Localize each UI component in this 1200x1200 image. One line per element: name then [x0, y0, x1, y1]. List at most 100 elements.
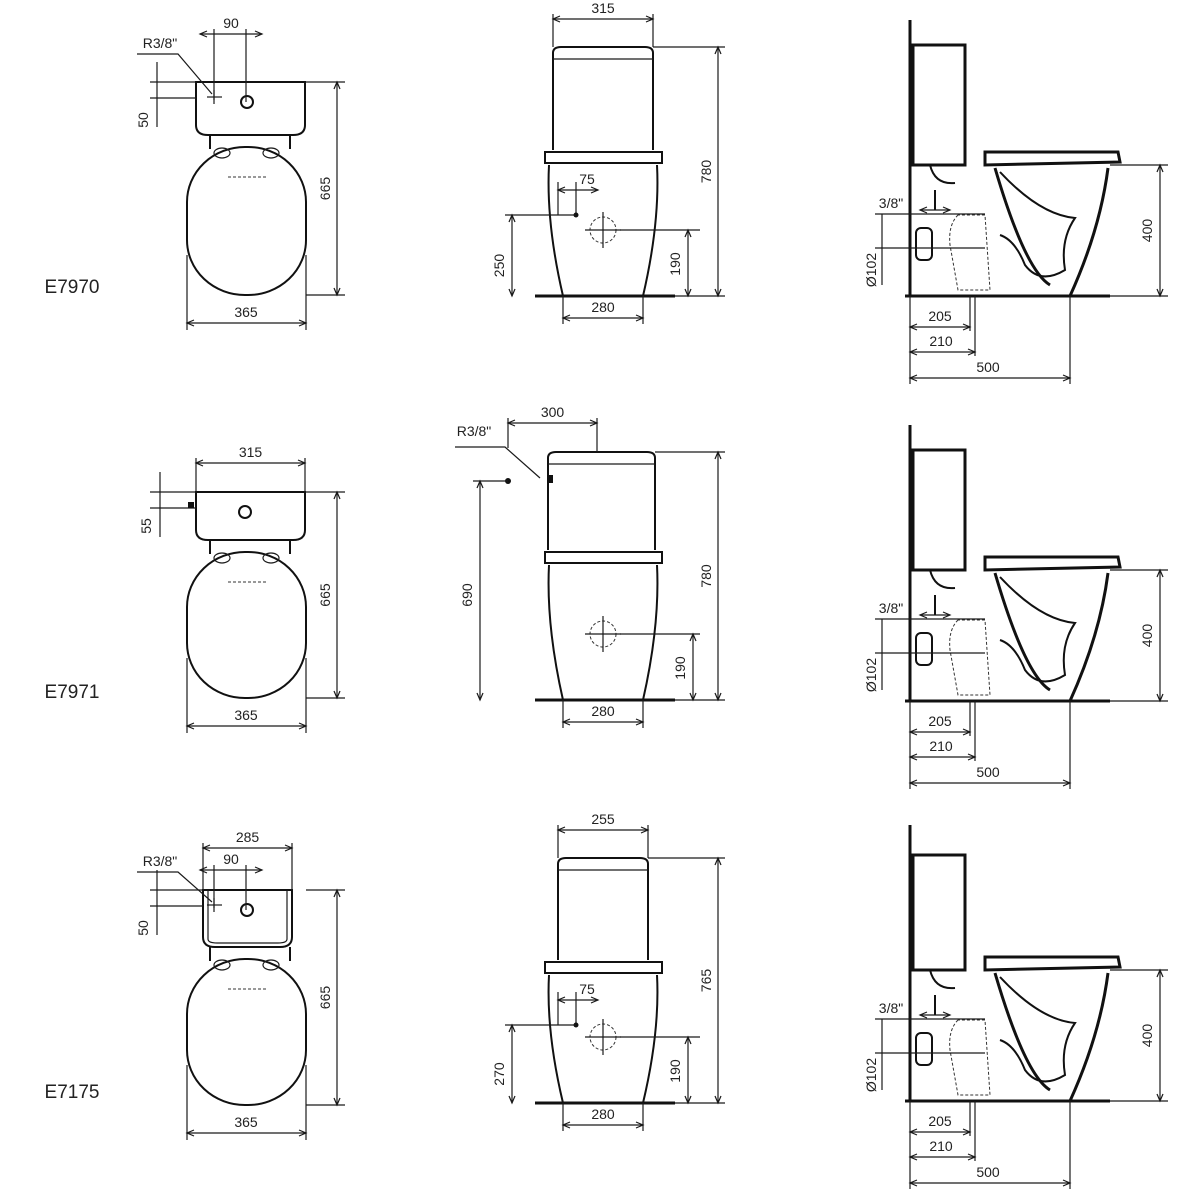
dimension-height-label: 665 — [317, 986, 333, 1010]
dimension-cistern-width-label: 285 — [236, 829, 260, 845]
dimension-inlet-offset-label: 75 — [579, 171, 595, 187]
dimension-inlet-floor-label: 270 — [491, 1062, 507, 1086]
thread-leader — [137, 53, 213, 95]
thread-label: R3/8" — [143, 853, 178, 869]
arrow-head — [254, 866, 264, 874]
arrow-head — [1062, 1179, 1072, 1187]
arrow-head — [298, 319, 308, 327]
arrow-head — [198, 866, 208, 874]
thread-label: R3/8" — [143, 35, 178, 51]
arrow-head — [333, 690, 341, 700]
arrow-head — [714, 45, 722, 55]
arrow-head — [684, 228, 692, 238]
dimension-depth-label: 500 — [976, 1164, 1000, 1180]
dimension-inlet-height-label: 50 — [135, 112, 151, 128]
dimension-top-width-label: 255 — [591, 811, 615, 827]
arrow-head — [635, 314, 645, 322]
arrow-head — [298, 1129, 308, 1137]
arrow-head — [962, 728, 972, 736]
arrow-head — [908, 728, 918, 736]
arrow-head — [1062, 779, 1072, 787]
bowl-outer — [993, 972, 1110, 1102]
arrow-head — [590, 996, 600, 1004]
dimension-depth-label: 500 — [976, 359, 1000, 375]
dimension-outlet-dia-label: Ø102 — [863, 1058, 879, 1092]
dimension-outlet-dia-label: Ø102 — [863, 253, 879, 287]
hidden-outlet — [949, 619, 991, 696]
seat-band — [544, 551, 663, 564]
arrow-head — [561, 718, 571, 726]
hidden-outlet — [949, 1019, 991, 1096]
arrow-head — [908, 779, 918, 787]
arrow-head — [908, 1179, 918, 1187]
arrow-head — [918, 206, 928, 214]
dimension-total-height-label: 780 — [698, 564, 714, 588]
arrow-head — [942, 611, 952, 619]
arrow-head — [908, 374, 918, 382]
arrow-head — [185, 1129, 195, 1137]
flush-pipe — [929, 969, 956, 990]
bowl-trap — [999, 976, 1077, 1083]
cistern-top — [195, 491, 306, 541]
arrow-head — [1156, 163, 1164, 173]
arrow-head — [298, 722, 308, 730]
arrow-head — [967, 1153, 977, 1161]
arrow-head — [908, 1153, 918, 1161]
dimension-inlet-offset-label: 75 — [579, 981, 595, 997]
arrow-head — [506, 419, 516, 427]
arrow-head — [333, 490, 341, 500]
arrow-head — [556, 826, 566, 834]
dimension-seat-height-label: 400 — [1139, 1024, 1155, 1048]
inlet-stub — [188, 502, 194, 508]
seat-side — [983, 150, 1122, 167]
arrow-head — [284, 844, 294, 852]
arrow-head — [908, 753, 918, 761]
dimension-base-width-label: 280 — [591, 1106, 615, 1122]
flush-button-hole — [238, 505, 252, 519]
seat-band — [544, 151, 663, 164]
bowl-trap — [999, 576, 1077, 683]
arrow-head — [1156, 968, 1164, 978]
arrow-head — [561, 1121, 571, 1129]
arrow-head — [635, 1121, 645, 1129]
cistern-side — [911, 448, 967, 572]
arrow-head — [684, 1035, 692, 1045]
arrow-head — [640, 826, 650, 834]
arrow-head — [198, 30, 208, 38]
fixing-slot — [915, 1032, 933, 1066]
dimension-width-label: 365 — [234, 1114, 258, 1130]
arrow-head — [942, 206, 952, 214]
toilet-seat — [186, 146, 307, 296]
dimension-total-height-label: 765 — [698, 969, 714, 993]
arrow-head — [333, 287, 341, 297]
arrow-head — [684, 288, 692, 298]
arrow-head — [297, 459, 307, 467]
dimension-d2-label: 210 — [929, 333, 953, 349]
arrow-head — [508, 1023, 516, 1033]
dimension-outlet-dia-label: Ø102 — [863, 658, 879, 692]
dimension-inlet-offset-label: 90 — [223, 15, 239, 31]
thread-leader — [137, 871, 213, 903]
dimension-d1-label: 205 — [928, 308, 952, 324]
seat-band — [544, 961, 663, 974]
inlet-stub — [547, 475, 553, 483]
dimension-d2-label: 210 — [929, 1138, 953, 1154]
thread-label: R3/8" — [457, 423, 492, 439]
arrow-head — [714, 856, 722, 866]
bowl-outer — [993, 167, 1110, 297]
arrow-head — [689, 632, 697, 642]
arrow-head — [967, 348, 977, 356]
arrow-head — [254, 30, 264, 38]
dimension-inlet-floor-label: 250 — [491, 254, 507, 278]
cistern-front — [547, 451, 656, 550]
arrow-head — [1062, 374, 1072, 382]
arrow-head — [589, 419, 599, 427]
product-row-e7175: E717566536528590R3/8"5076519028025575270… — [45, 811, 1168, 1189]
cistern-inner — [207, 890, 288, 944]
model-code: E7175 — [45, 1082, 100, 1103]
hinge-left — [213, 959, 231, 971]
